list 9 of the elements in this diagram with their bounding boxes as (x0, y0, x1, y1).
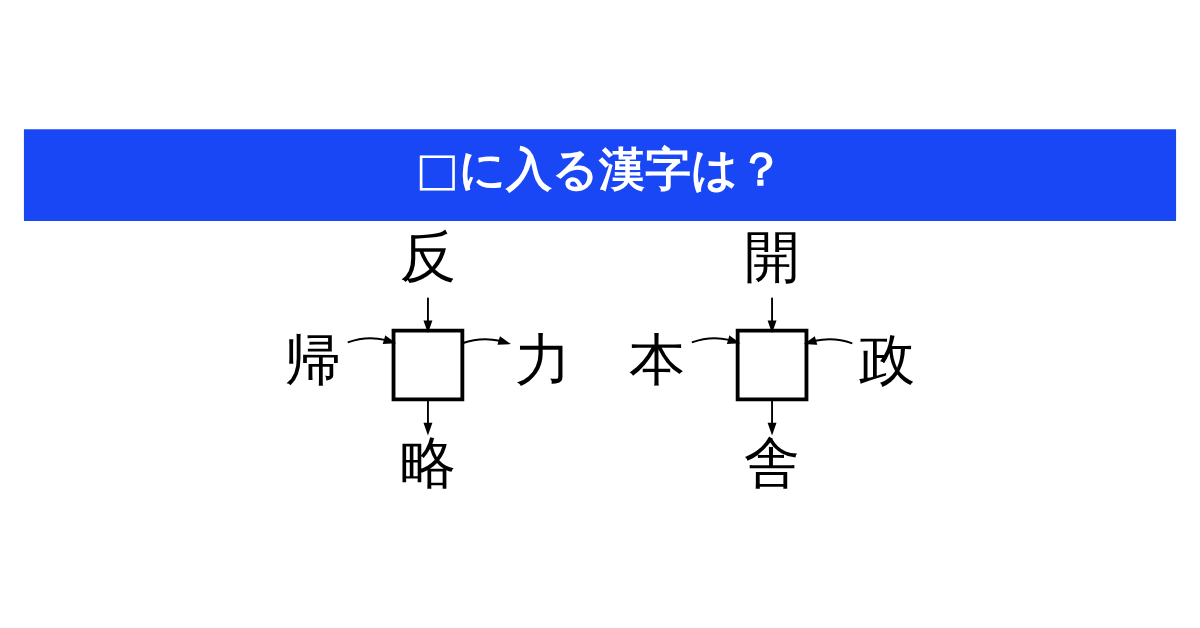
node-text: 力 (514, 327, 571, 393)
diagram-title: □に入る漢字は？ (415, 142, 785, 197)
node-text: 政 (858, 327, 915, 393)
node-text: 反 (399, 224, 456, 290)
node-text: 舎 (744, 430, 801, 496)
node-text: 帰 (285, 327, 342, 393)
node-text: 本 (629, 327, 686, 393)
node-text: 略 (399, 430, 456, 496)
node-text: 開 (744, 224, 801, 290)
